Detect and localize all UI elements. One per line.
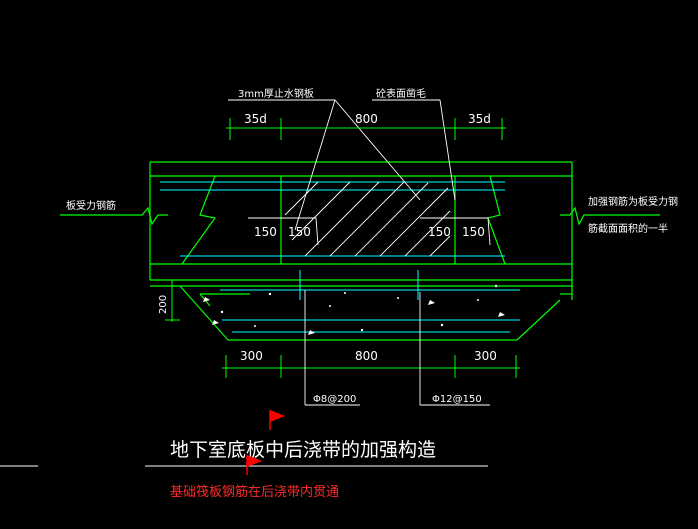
plate-leader-right <box>334 99 421 201</box>
aggregate-dot <box>397 297 399 299</box>
dim-150-a: 150 <box>254 225 277 239</box>
dim-150-d: 150 <box>462 225 485 239</box>
dim-150-b: 150 <box>288 225 311 239</box>
dim-300-left: 300 <box>240 349 263 363</box>
dim-300-right: 300 <box>474 349 497 363</box>
plate-leader-left <box>294 99 336 231</box>
flag-cloth <box>270 410 285 422</box>
dim-35d-right: 35d <box>468 112 491 126</box>
steel-plate-label: 3mm厚止水钢板 <box>238 87 314 100</box>
left-rebar-leader <box>60 206 168 226</box>
hatch-line <box>379 187 449 257</box>
top-dimension <box>226 118 506 140</box>
hatch-line <box>329 181 405 257</box>
bottom-leaders <box>304 290 490 406</box>
flag-icon <box>269 410 285 430</box>
aggregate-dot <box>494 284 498 288</box>
callout-right <box>420 217 491 246</box>
aggregate-dot <box>440 323 444 327</box>
red-note: 基础筏板钢筋在后浇带内贯通 <box>170 484 339 500</box>
hatch-line <box>404 210 451 257</box>
hatch-line <box>284 181 319 216</box>
aggregate-dot <box>329 305 331 307</box>
aggregate-triangle <box>308 330 315 335</box>
aggregate-dot <box>254 325 256 327</box>
pit-left-slope <box>179 285 229 341</box>
aggregate-dot <box>268 292 272 296</box>
dim-35d-left: 35d <box>244 112 267 126</box>
aggregate-triangle <box>203 297 210 302</box>
aggregate-triangle <box>212 320 219 325</box>
hatch-line <box>304 181 380 257</box>
rebar-phi12-label: Φ12@150 <box>432 394 482 405</box>
dim-150-c: 150 <box>428 225 451 239</box>
rebar-phi8-label: Φ8@200 <box>313 394 356 405</box>
slab-outline <box>149 161 573 341</box>
pit-right-slope <box>516 299 561 341</box>
dim-800-top: 800 <box>355 112 378 126</box>
chisel-surface-label: 砼表面凿毛 <box>376 87 426 100</box>
callout-boxes <box>248 217 491 246</box>
flag-icon <box>246 455 262 475</box>
right-break-edge <box>487 175 506 265</box>
chisel-leader <box>439 99 456 201</box>
rebar-lines <box>160 181 520 333</box>
dim-800-bottom: 800 <box>355 349 378 363</box>
aggregate-dot <box>477 299 479 301</box>
callout-left <box>248 217 319 246</box>
pour-strip-hatch <box>228 99 456 257</box>
dim-200: 200 <box>158 295 169 314</box>
aggregate-triangle <box>498 312 505 317</box>
flag-cloth <box>247 455 262 467</box>
right-rebar-label-2: 筋截面面积的一半 <box>588 222 668 235</box>
hatch-line <box>429 235 451 257</box>
left-rebar-label: 板受力钢筋 <box>66 199 116 212</box>
left-break-edge <box>181 175 217 265</box>
right-rebar-leader <box>560 206 660 226</box>
aggregate-marks <box>203 284 505 335</box>
aggregate-dot <box>344 292 346 294</box>
aggregate-dot <box>360 328 364 332</box>
bottom-dimension <box>165 280 520 378</box>
right-rebar-label-1: 加强钢筋为板受力钢 <box>588 195 678 208</box>
aggregate-triangle <box>428 300 435 305</box>
aggregate-dot <box>220 310 224 314</box>
hatch-line <box>291 181 351 241</box>
rebar-leaders <box>60 206 660 226</box>
drawing-title: 地下室底板中后浇带的加强构造 <box>170 439 436 461</box>
